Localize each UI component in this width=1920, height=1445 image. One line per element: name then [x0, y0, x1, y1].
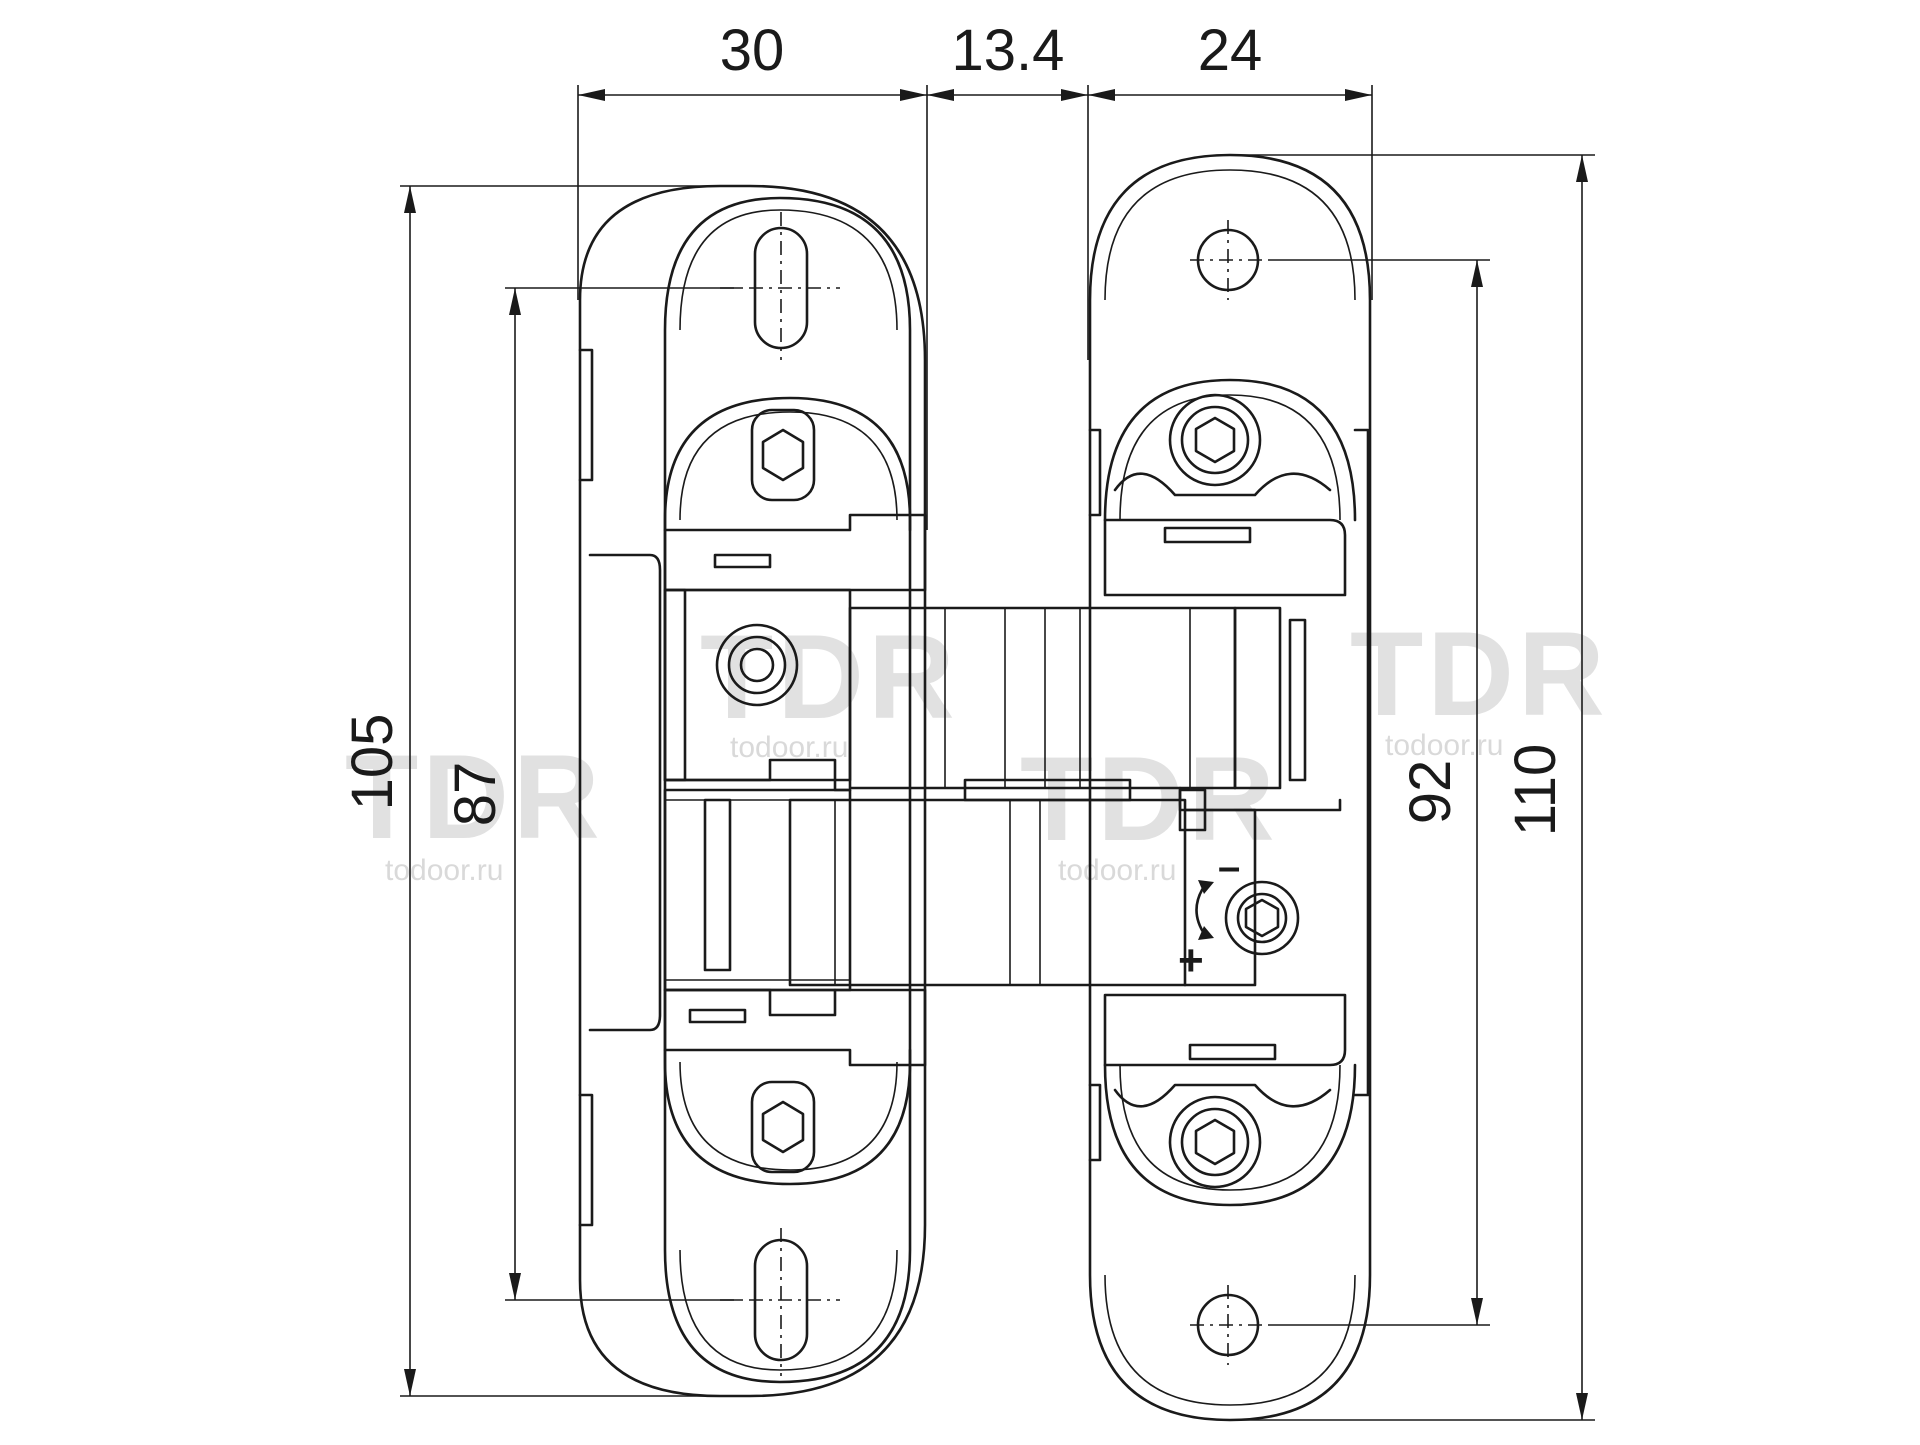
watermark-logo: TDR: [345, 730, 604, 864]
left-leaf: [578, 184, 927, 1398]
watermark-logo: TDR: [700, 610, 959, 744]
dimensions: 30 13.4 24 105 87 92 110: [340, 18, 1595, 1421]
watermark-right: TDR todoor.ru: [1350, 607, 1609, 762]
watermark-left: TDR todoor.ru: [345, 730, 604, 887]
dim-width-middle: 13.4: [952, 18, 1065, 83]
watermark-site: todoor.ru: [385, 854, 503, 887]
watermark-center-top: TDR todoor.ru: [700, 610, 959, 764]
dim-height-87: 87: [443, 762, 508, 827]
adjust-minus-symbol: –: [1218, 845, 1240, 889]
dim-width-right: 24: [1198, 18, 1263, 83]
watermark-site: todoor.ru: [1385, 729, 1503, 762]
watermark-logo: TDR: [1350, 607, 1609, 741]
dim-height-92: 92: [1398, 760, 1463, 825]
dim-height-110: 110: [1503, 744, 1568, 836]
watermark-site: todoor.ru: [730, 731, 848, 764]
dim-height-105: 105: [340, 714, 405, 811]
adjust-plus-symbol: +: [1178, 936, 1204, 985]
dim-width-left: 30: [720, 18, 785, 83]
right-leaf: – +: [1088, 153, 1372, 1422]
watermark-site: todoor.ru: [1058, 854, 1176, 887]
